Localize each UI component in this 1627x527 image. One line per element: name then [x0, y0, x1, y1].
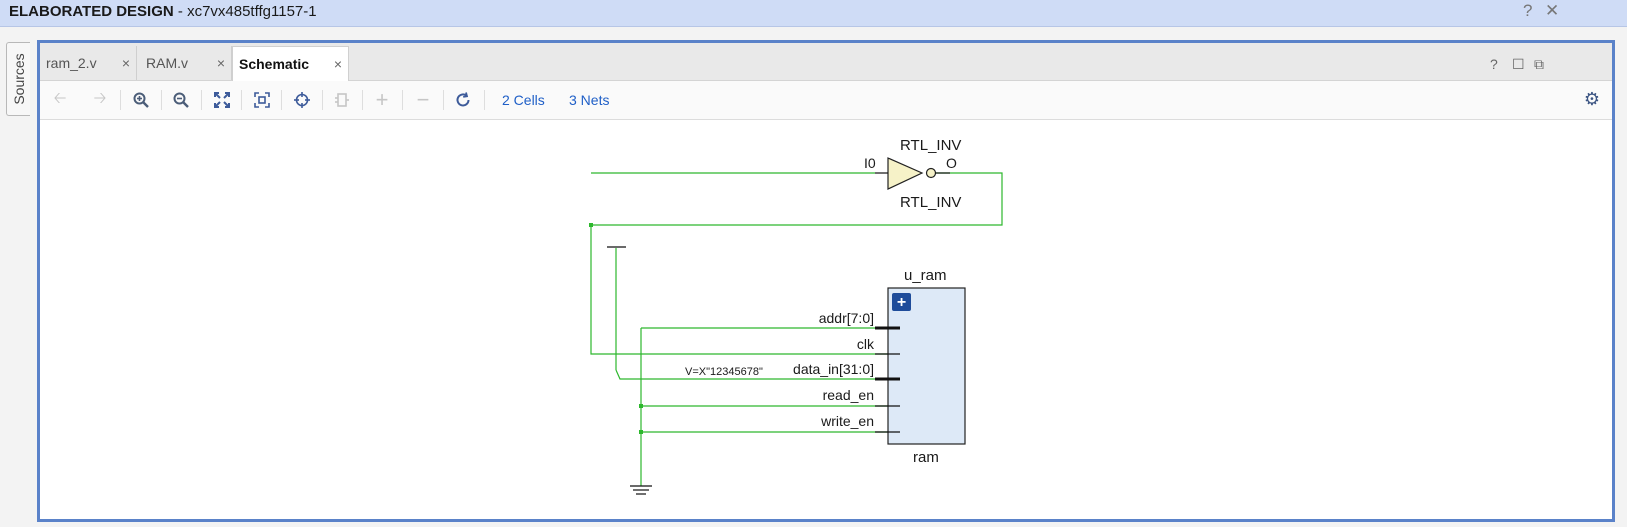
expand-plus-icon: + — [897, 294, 906, 311]
net-junction — [639, 404, 643, 408]
net-junction — [639, 430, 643, 434]
toolbar-separator — [241, 90, 242, 110]
back-arrow-icon[interactable]: 🡠 — [53, 89, 67, 107]
fit-to-screen-icon[interactable] — [210, 88, 234, 112]
float-window-icon[interactable]: ⧉ — [1534, 56, 1544, 72]
tab-ram-2-v[interactable]: ram_2.v × — [40, 46, 137, 80]
zoom-out-icon[interactable] — [169, 88, 193, 112]
tab-bar: ram_2.v × RAM.v × Schematic × ? ☐ ⧉ — [40, 43, 1612, 81]
constant-value-label: V=X"12345678" — [685, 366, 763, 378]
refresh-icon[interactable] — [451, 88, 475, 112]
expand-cell-icon[interactable] — [330, 88, 354, 112]
inverter-instance-label: RTL_INV — [900, 137, 961, 154]
toolbar-separator — [201, 90, 202, 110]
cells-count-link[interactable]: 2 Cells — [502, 92, 545, 108]
zoom-to-selection-icon[interactable] — [250, 88, 274, 112]
add-icon[interactable]: + — [375, 87, 389, 112]
inverter-type-label: RTL_INV — [900, 194, 961, 211]
net-junction — [589, 223, 593, 227]
ram-type-label: ram — [913, 449, 939, 466]
help-icon[interactable]: ? — [1523, 1, 1533, 20]
clk-net[interactable] — [590, 172, 1003, 355]
tab-label: Schematic — [239, 56, 310, 72]
window-title: ELABORATED DESIGN - xc7vx485tffg1157-1 — [9, 3, 317, 20]
zoom-in-icon[interactable] — [129, 88, 153, 112]
toolbar-separator — [161, 90, 162, 110]
tab-close-icon[interactable]: × — [121, 55, 130, 71]
select-crosshair-icon[interactable] — [290, 88, 314, 112]
forward-arrow-icon[interactable]: 🡢 — [93, 89, 107, 107]
toolbar-separator — [322, 90, 323, 110]
schematic-canvas[interactable]: V=X"12345678" RTL_INV RTL_INV I0 O u_ram… — [40, 120, 1612, 519]
remove-icon[interactable]: − — [416, 87, 430, 112]
ram-block[interactable] — [887, 287, 966, 445]
window-title-device: - xc7vx485tffg1157-1 — [173, 3, 317, 20]
rtl-inv-cell[interactable] — [875, 157, 950, 190]
inverter-output-pin-label: O — [946, 155, 957, 171]
pin-label-clk: clk — [857, 336, 875, 352]
tab-close-icon[interactable]: × — [216, 55, 225, 71]
pin-label-data-in: data_in[31:0] — [793, 361, 874, 377]
nets-count-link[interactable]: 3 Nets — [569, 92, 610, 108]
tab-close-icon[interactable]: × — [333, 56, 342, 72]
close-icon[interactable]: ✕ — [1545, 1, 1560, 20]
toolbar-separator — [402, 90, 403, 110]
title-bar: ELABORATED DESIGN - xc7vx485tffg1157-1 ?… — [0, 0, 1627, 27]
ground-icon — [630, 485, 652, 495]
sources-side-tab-label: Sources — [10, 53, 27, 105]
tab-schematic[interactable]: Schematic × — [232, 46, 349, 81]
panel-help-icon[interactable]: ? — [1490, 56, 1498, 72]
schematic-diagram: V=X"12345678" RTL_INV RTL_INV I0 O u_ram… — [589, 137, 1003, 495]
sources-side-tab[interactable]: Sources — [6, 42, 30, 116]
inverter-input-pin-label: I0 — [864, 155, 876, 171]
schematic-panel: ram_2.v × RAM.v × Schematic × ? ☐ ⧉ 🡠 🡢 — [37, 40, 1615, 522]
schematic-toolbar: 🡠 🡢 + − 2 Cel — [40, 81, 1612, 120]
gear-icon[interactable]: ⚙ — [1583, 89, 1600, 109]
pin-label-read-en: read_en — [823, 387, 874, 403]
pin-label-write-en: write_en — [820, 413, 874, 429]
maximize-icon[interactable]: ☐ — [1512, 56, 1525, 72]
toolbar-separator — [362, 90, 363, 110]
toolbar-separator — [281, 90, 282, 110]
pin-label-addr: addr[7:0] — [819, 310, 874, 326]
ram-pin-stubs — [875, 326, 900, 433]
toolbar-separator — [120, 90, 121, 110]
ram-instance-label: u_ram — [904, 267, 947, 284]
toolbar-separator — [484, 90, 485, 110]
constant-net[interactable] — [615, 248, 900, 486]
tab-ram-v[interactable]: RAM.v × — [140, 46, 232, 80]
tab-label: RAM.v — [146, 55, 188, 71]
expand-hierarchy-button[interactable] — [892, 293, 911, 311]
toolbar-separator — [443, 90, 444, 110]
window-title-bold: ELABORATED DESIGN — [9, 3, 174, 20]
tab-label: ram_2.v — [46, 55, 97, 71]
